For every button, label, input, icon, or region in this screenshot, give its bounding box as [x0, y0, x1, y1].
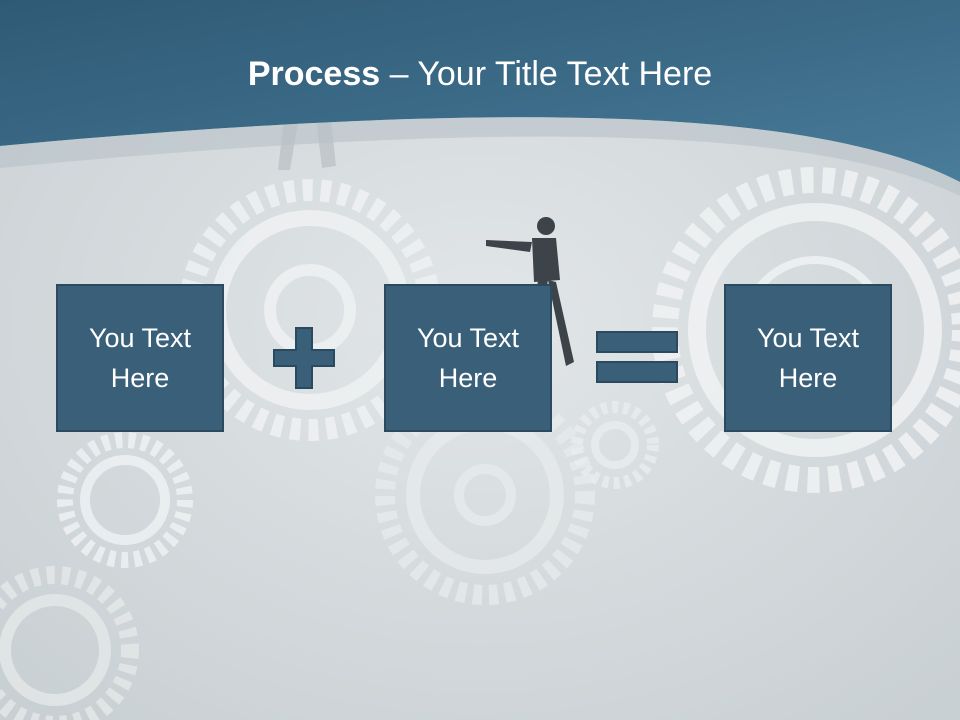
text-box-1[interactable]: You Text Here: [56, 284, 224, 432]
title-rest: Your Title Text Here: [417, 55, 713, 93]
gear-icon: [57, 432, 193, 568]
header-banner: [0, 0, 960, 182]
title-dash: –: [380, 55, 418, 93]
text-box-2[interactable]: You Text Here: [384, 284, 552, 432]
text-box-3[interactable]: You Text Here: [724, 284, 892, 432]
text-box-label: You Text Here: [416, 323, 520, 393]
equals-icon: [596, 331, 678, 383]
plus-icon: [273, 327, 335, 389]
text-box-label: You Text Here: [756, 323, 860, 393]
title-bold: Process: [247, 55, 381, 93]
gear-icon: [571, 401, 659, 489]
page-title: Process – Your Title Text Here: [0, 52, 960, 96]
gear-icon: [0, 566, 139, 720]
text-box-label: You Text Here: [88, 323, 192, 393]
